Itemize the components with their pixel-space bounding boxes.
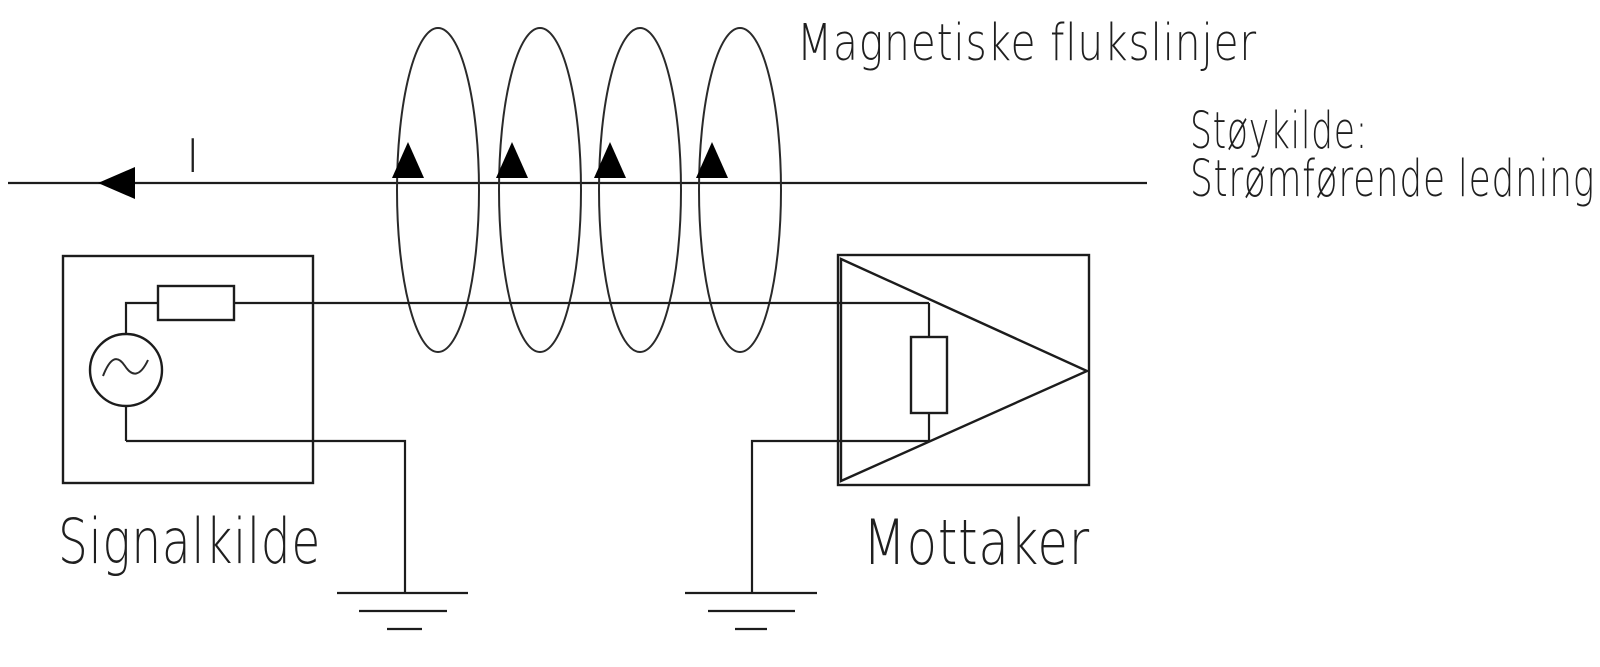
sine-wave-icon (102, 358, 149, 377)
flux-line-ellipse (598, 27, 682, 353)
sine-source (88, 332, 164, 408)
receiver-block (836, 253, 1091, 487)
noise-source-label-line2: Strømførende ledning (1190, 150, 1595, 209)
current-arrow-icon (98, 167, 135, 199)
receiver-label: Mottaker (863, 506, 1090, 579)
flux-arrow-icon (496, 142, 528, 178)
flux-line-ellipse (698, 27, 782, 353)
flux-line-ellipse (498, 27, 582, 353)
signal-source-label: Signalkilde (58, 505, 321, 578)
current-label: I (186, 129, 201, 183)
flux-arrow-icon (392, 142, 424, 178)
source-top-wire (124, 301, 158, 334)
flux-lines-label: Magnetiske flukslinjer (797, 14, 1257, 73)
flux-lines-group (392, 27, 782, 353)
noise-source-label-line1: Støykilde: (1190, 102, 1368, 161)
signal-bottom-conductor-left (126, 439, 407, 593)
ground-symbol-left (337, 591, 468, 631)
signal-source-box (61, 254, 315, 485)
ground-symbol-right (685, 591, 817, 631)
flux-line-ellipse (396, 27, 480, 353)
series-resistor (156, 284, 236, 322)
signal-bottom-conductor-right (750, 439, 929, 593)
signal-source-block (61, 254, 315, 485)
flux-arrow-icon (594, 142, 626, 178)
flux-arrow-icon (696, 142, 728, 178)
receiver-box (836, 253, 1091, 487)
load-resistor (909, 335, 949, 415)
amplifier-triangle (839, 257, 1090, 483)
